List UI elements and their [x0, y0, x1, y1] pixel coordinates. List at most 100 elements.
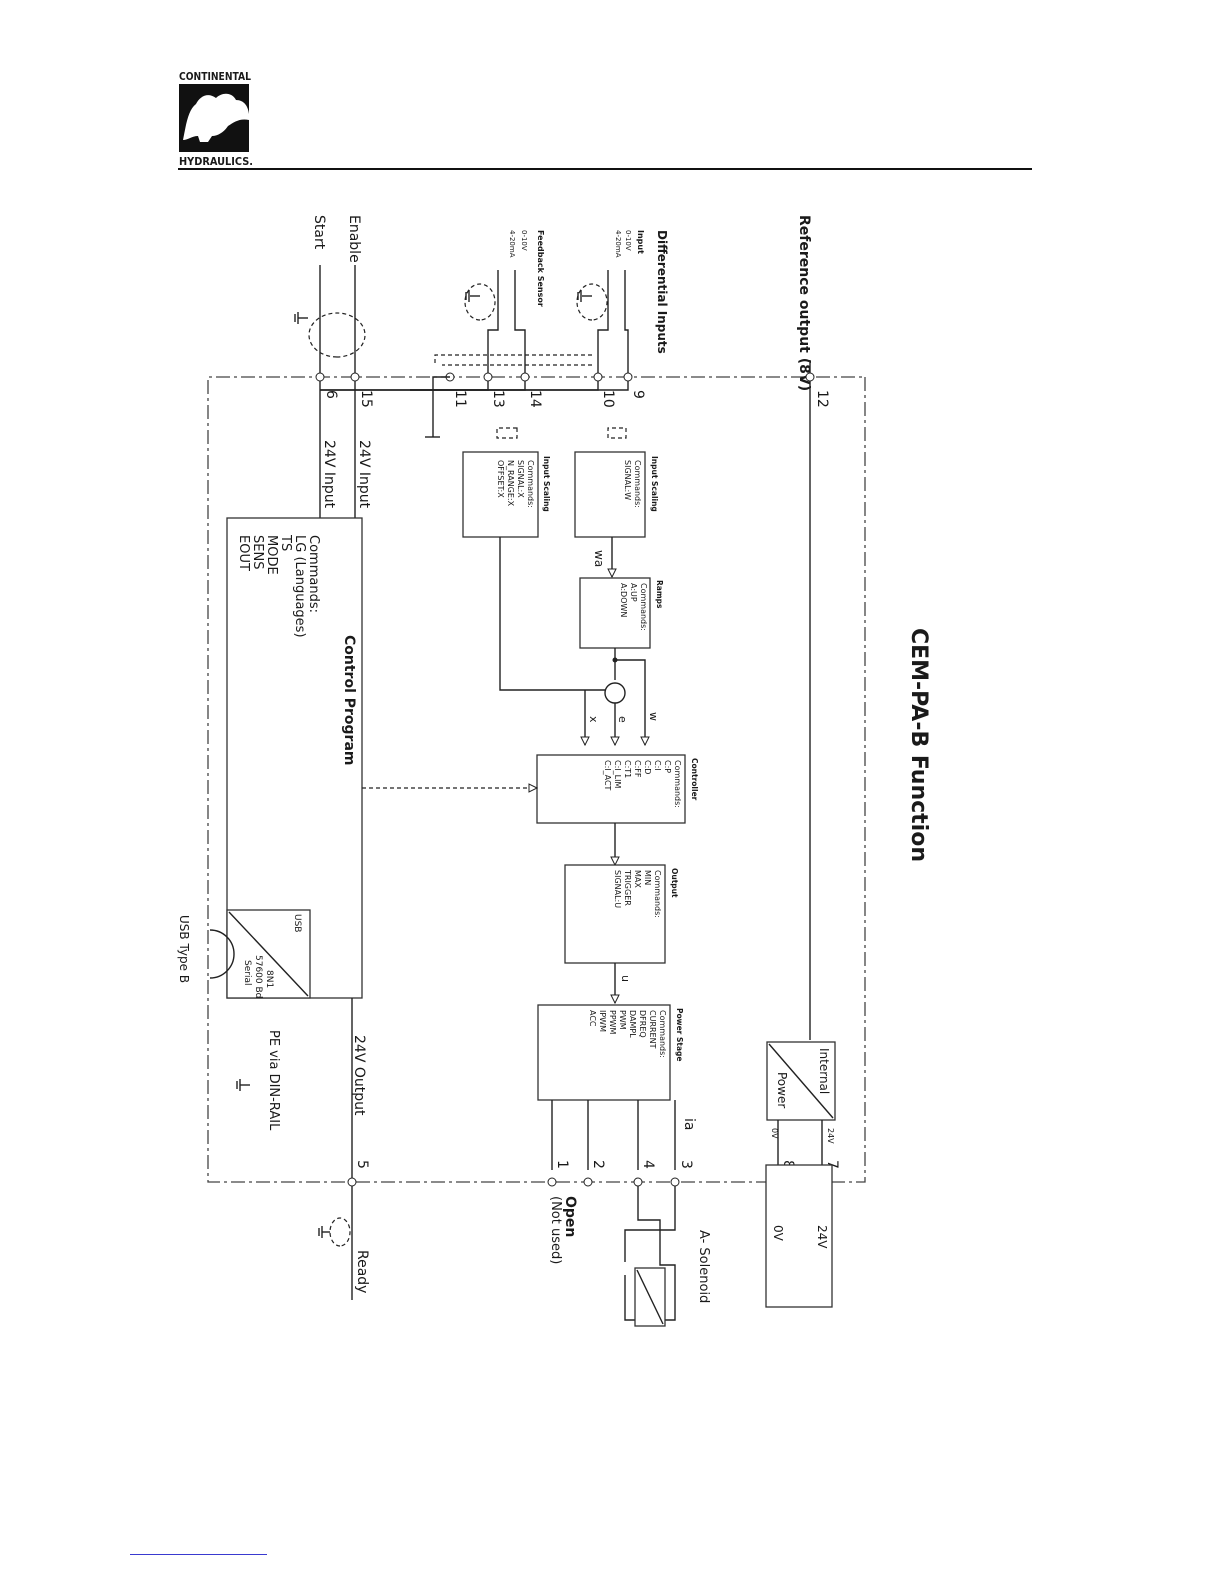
pin-12: 12	[814, 390, 830, 408]
controller-line-2: C:P	[663, 760, 672, 773]
controller-line-3: C:I	[653, 760, 662, 771]
output-24v-label: 24V Output	[351, 1035, 367, 1116]
diagram-title: CEM-PA-B Function	[906, 628, 931, 862]
pin-6: 6	[323, 390, 339, 399]
controller-line-6: C:T1	[623, 760, 632, 778]
signal-x: x	[587, 716, 600, 723]
reference-output-label: Reference output (8V)	[796, 215, 812, 391]
continental-hydraulics-logo: CONTINENTAL HYDRAULICS.	[178, 70, 254, 168]
input-range-voltage: 0-10V	[624, 230, 632, 251]
internal-0v-label: 0V	[770, 1128, 779, 1139]
pin-13: 13	[490, 390, 506, 408]
header-divider	[178, 168, 1032, 170]
signal-wa: wa	[592, 550, 606, 567]
signal-ia: ia	[681, 1118, 697, 1130]
input-scaling-w-line-2: SIGNAL:W	[623, 460, 632, 500]
input-scaling-x-line-4: OFFSET:X	[496, 460, 505, 498]
ramps-title: Ramps	[655, 580, 664, 609]
controller-line-7: C:I_LIM	[613, 760, 622, 788]
controller-line-8: C:I_ACT	[603, 760, 612, 791]
power-stage-line-1: Commands:	[658, 1010, 667, 1058]
input-scaling-x-line-2: SIGNAL:X	[516, 460, 525, 498]
controller-line-1: Commands:	[673, 760, 682, 808]
usb-type-b-label: USB Type B	[177, 915, 191, 983]
output-line-2: MIN	[643, 870, 652, 885]
input-24v-label-enable: 24V Input	[356, 440, 372, 509]
input-scaling-x-title: Input Scaling	[542, 456, 551, 512]
input-range-current: 4-20mA	[614, 230, 622, 258]
controller-title: Controller	[690, 758, 699, 801]
output-line-5: SIGNAL:U	[613, 870, 622, 908]
controller-block	[536, 754, 686, 824]
pin-14: 14	[527, 390, 543, 408]
power-stage-line-4: DAMPL	[628, 1010, 637, 1038]
output-line-1: Commands:	[653, 870, 662, 918]
controller-line-5: C:FF	[633, 760, 642, 778]
signal-w: w	[647, 712, 660, 721]
control-program-line-4: MODE	[264, 535, 279, 575]
summing-junction	[604, 682, 626, 704]
power-stage-line-7: IPWM	[598, 1010, 607, 1032]
external-supply-block	[765, 1164, 833, 1308]
ready-label: Ready	[354, 1250, 370, 1293]
start-label: Start	[311, 215, 327, 250]
usb-label: USB	[292, 914, 302, 932]
pin-15: 15	[358, 390, 374, 408]
feedback-range-voltage: 0-10V	[520, 230, 528, 251]
output-title: Output	[670, 868, 679, 898]
feedback-sensor-label: Feedback Sensor	[536, 230, 545, 307]
power-stage-line-3: DFREQ	[638, 1010, 647, 1038]
power-stage-line-2: CURRENT	[648, 1010, 657, 1049]
enable-label: Enable	[346, 215, 362, 263]
power-stage-title: Power Stage	[675, 1008, 684, 1061]
pin-1: 1	[554, 1160, 570, 1169]
solenoid-label: A- Solenoid	[696, 1230, 711, 1303]
ramps-line-2: A:UP	[629, 583, 638, 602]
ramps-line-1: Commands:	[639, 583, 648, 631]
output-line-4: TRIGGER	[623, 869, 632, 906]
pin-5: 5	[354, 1160, 370, 1169]
input-scaling-w-title: Input Scaling	[650, 456, 659, 512]
power-label: Power	[775, 1072, 789, 1108]
control-program-line-5: SENS	[250, 535, 265, 569]
serial-label: Serial	[242, 960, 252, 985]
serial-format-label: 8N1	[264, 970, 274, 988]
input-scaling-x-line-1: Commands:	[526, 460, 535, 508]
control-program-line-6: EOUT	[236, 535, 251, 571]
internal-label: Internal	[817, 1048, 831, 1094]
not-used-label: (Not used)	[548, 1196, 563, 1264]
power-stage-block	[537, 1004, 671, 1101]
signal-e: e	[616, 716, 629, 723]
control-program-line-2: LG (Languages)	[292, 535, 307, 638]
feedback-range-current: 4-20mA	[508, 230, 516, 258]
pin-11: 11	[452, 390, 468, 408]
pin-10: 10	[600, 390, 616, 408]
pin-2: 2	[590, 1160, 606, 1169]
module-boundary	[207, 376, 866, 1183]
internal-24v-label: 24V	[826, 1128, 835, 1144]
input-label: Input	[636, 230, 645, 254]
pin-9: 9	[630, 390, 646, 399]
open-label: Open	[562, 1196, 578, 1237]
supply-24v-label: 24V	[815, 1225, 829, 1249]
control-program-title: Control Program	[341, 635, 357, 766]
pin-4: 4	[640, 1160, 656, 1169]
pin-3: 3	[678, 1160, 694, 1169]
input-scaling-w-line-1: Commands:	[633, 460, 642, 508]
power-stage-line-5: PWM	[618, 1010, 627, 1030]
ramps-line-3: A:DOWN	[619, 583, 628, 617]
control-program-line-1: Commands:	[306, 535, 321, 613]
supply-0v-label: 0V	[771, 1225, 785, 1242]
input-scaling-w-block	[574, 451, 646, 538]
input-24v-label-start: 24V Input	[321, 440, 337, 509]
power-stage-line-8: ACC	[588, 1010, 597, 1027]
input-scaling-x-line-3: N_RANGE:X	[506, 460, 515, 507]
baud-label: 57600 Bd	[253, 955, 263, 998]
controller-line-4: C:D	[643, 760, 652, 774]
signal-u: u	[619, 975, 632, 982]
pe-din-rail-label: PE via DIN-RAIL	[266, 1030, 281, 1131]
control-program-line-3: TS	[278, 534, 293, 551]
footer-link-underline	[130, 1554, 267, 1555]
logo-text-top: CONTINENTAL	[179, 71, 251, 83]
